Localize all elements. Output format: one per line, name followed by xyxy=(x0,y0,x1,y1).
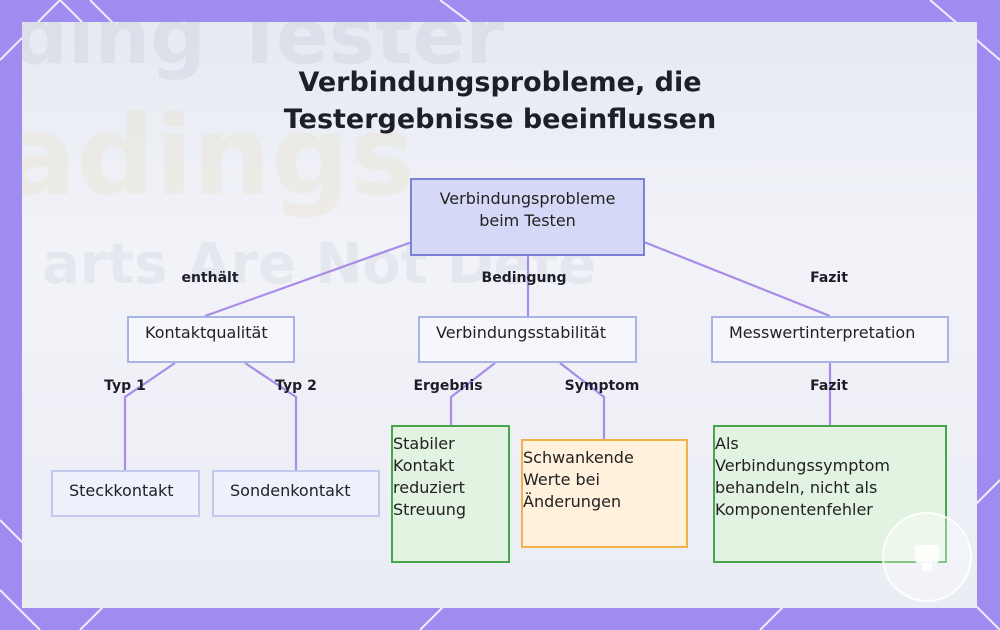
node-schwankende-werte: Schwankende Werte bei Änderungen xyxy=(521,439,688,548)
edge-label-fazit-1: Fazit xyxy=(810,270,848,286)
node-messwertinterpretation: Messwertinterpretation xyxy=(711,316,949,363)
node-verbindungssymptom-line-1: Als xyxy=(715,434,739,453)
edge-label-symptom: Symptom xyxy=(564,378,640,394)
edge-kontakt-steck xyxy=(123,362,176,470)
edge-label-fazit-2: Fazit xyxy=(810,378,848,394)
node-stabiler-kontakt: Stabiler Kontakt reduziert Streuung xyxy=(391,425,510,563)
watermark-logo-icon xyxy=(882,512,972,602)
node-verbindungsstabilitaet: Verbindungsstabilität xyxy=(418,316,637,363)
node-kontaktqualitaet: Kontaktqualität xyxy=(127,316,295,363)
background-ghost-text-1: ding Tester xyxy=(22,22,504,82)
node-schwankende-werte-line-3: Änderungen xyxy=(523,492,622,511)
node-verbindungssymptom-line-4: Komponentenfehler xyxy=(715,500,873,519)
node-stabiler-kontakt-line-4: Streuung xyxy=(393,500,467,519)
node-stabiler-kontakt-line-2: Kontakt xyxy=(393,456,455,475)
edge-stabilitaet-schwankend xyxy=(559,362,606,439)
title-line-2: Testergebnisse beeinflussen xyxy=(283,104,717,135)
node-verbindungssymptom-line-3: behandeln, nicht als xyxy=(715,478,878,497)
node-sondenkontakt: Sondenkontakt xyxy=(212,470,380,517)
edge-label-enthaelt: enthält xyxy=(181,270,239,286)
edge-label-ergebnis: Ergebnis xyxy=(413,378,483,394)
edge-root-messwert xyxy=(643,240,831,318)
edge-label-typ-2: Typ 2 xyxy=(275,378,317,394)
edge-kontakt-sonden xyxy=(244,362,298,470)
node-stabiler-kontakt-line-1: Stabiler xyxy=(393,434,455,453)
edge-root-kontakt xyxy=(204,240,413,318)
node-root-line-1: Verbindungsprobleme xyxy=(439,189,616,208)
node-steckkontakt: Steckkontakt xyxy=(51,470,200,517)
node-root-line-2: beim Testen xyxy=(479,211,576,230)
edge-label-bedingung: Bedingung xyxy=(481,270,567,286)
node-schwankende-werte-line-1: Schwankende xyxy=(523,448,634,467)
node-root: Verbindungsprobleme beim Testen xyxy=(410,178,645,256)
title-line-1: Verbindungsprobleme, die xyxy=(298,67,702,98)
background-ghost-text-2: adings xyxy=(22,92,416,220)
node-schwankende-werte-line-2: Werte bei xyxy=(523,470,600,489)
edge-stabilitaet-stabil xyxy=(449,362,496,425)
node-verbindungssymptom-line-2: Verbindungssymptom xyxy=(715,456,890,475)
edge-label-typ-1: Typ 1 xyxy=(104,378,146,394)
diagram-title: Verbindungsprobleme, die Testergebnisse … xyxy=(0,64,1000,138)
node-stabiler-kontakt-line-3: reduziert xyxy=(393,478,465,497)
